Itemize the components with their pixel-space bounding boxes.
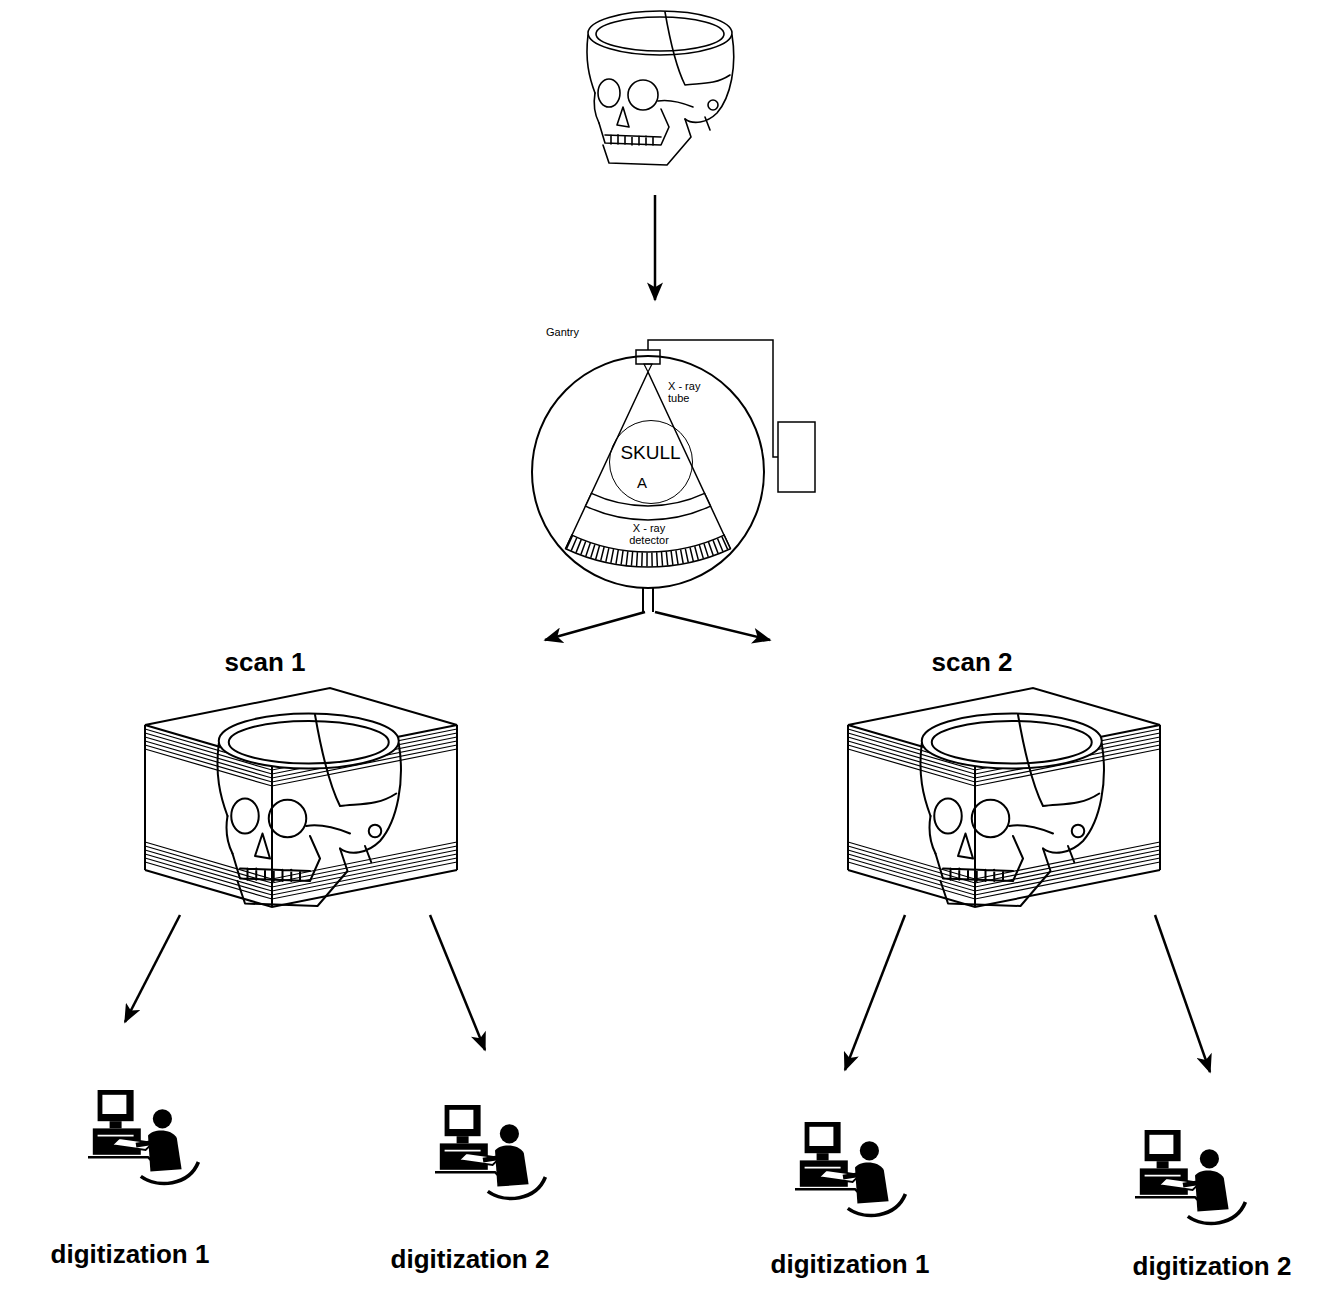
- digitization-station: digitization 2: [370, 1050, 570, 1278]
- scan-volume: scan 2: [760, 640, 1170, 915]
- scan-label: scan 1: [180, 648, 350, 677]
- digitization-label: digitization 1: [30, 1240, 230, 1269]
- flow-arrow: [655, 612, 770, 640]
- scan-volume: [145, 688, 457, 907]
- flow-arrow: [654, 195, 657, 300]
- ct-gantry-drawing: [778, 422, 815, 492]
- scan-label: scan 2: [887, 648, 1057, 677]
- flow-arrow: [125, 915, 180, 1022]
- skull-illustration: [587, 11, 734, 165]
- ct-gantry-drawing: [532, 340, 815, 612]
- flow-arrow: [430, 915, 485, 1050]
- skull-circle: SKULL A: [609, 420, 693, 504]
- scan-volume: [848, 688, 1160, 907]
- ct-gantry-drawing: [644, 364, 652, 372]
- scan-volume: scan 1: [140, 640, 560, 915]
- position-letter: A: [632, 475, 652, 492]
- flow-arrow: [545, 612, 645, 640]
- digitization-station: digitization 1: [750, 1070, 950, 1282]
- ct-gantry-drawing: [566, 372, 731, 549]
- detector-label: X - ray detector: [618, 523, 680, 546]
- digitization-station: digitization 2: [1112, 1072, 1312, 1284]
- computer-icon: [435, 1105, 545, 1198]
- digitization-label: digitization 2: [370, 1245, 570, 1274]
- skull-label: SKULL: [610, 443, 691, 464]
- flow-arrow: [845, 915, 905, 1070]
- digitization-station: digitization 1: [30, 1022, 230, 1274]
- digitization-label: digitization 2: [1112, 1252, 1312, 1281]
- ct-gantry-drawing: [586, 493, 711, 520]
- computer-icon: [1135, 1130, 1245, 1223]
- ct-gantry-drawing: [532, 356, 764, 588]
- ct-gantry-drawing: [636, 350, 660, 364]
- ct-gantry-drawing: [648, 340, 778, 457]
- ct-gantry-drawing: [643, 588, 653, 612]
- gantry-label: Gantry: [546, 326, 606, 338]
- tube-label: X - ray tube: [668, 380, 712, 404]
- digitization-label: digitization 1: [750, 1250, 950, 1279]
- flow-arrow: [1155, 915, 1210, 1072]
- computer-icon: [88, 1090, 198, 1183]
- gantry-circle: Gantry X - ray tube X - ray detector SKULL A: [533, 325, 765, 612]
- computer-icon: [795, 1122, 905, 1215]
